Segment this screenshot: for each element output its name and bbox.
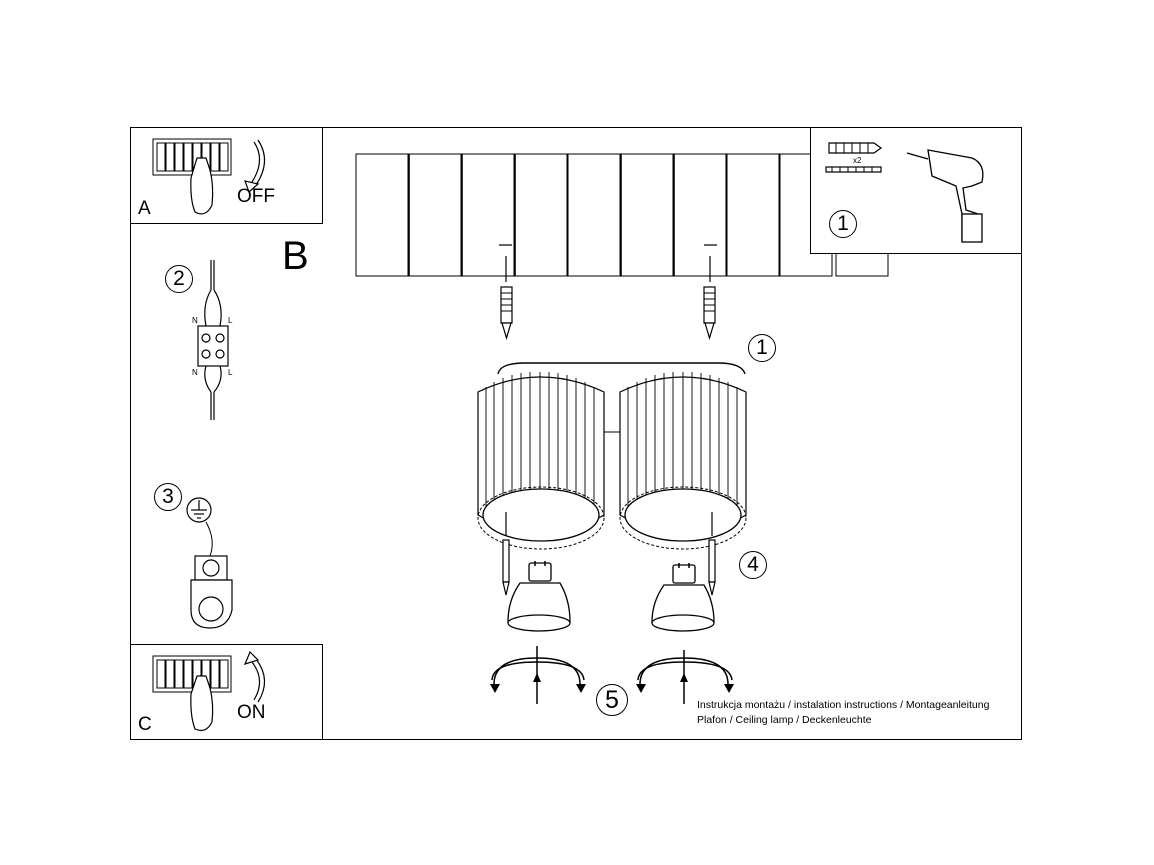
step-a-state: OFF [237, 186, 275, 207]
footer-line-2: Plafon / Ceiling lamp / Deckenleuchte [697, 714, 872, 726]
wire-n-bottom: N [192, 368, 198, 377]
step-5-number: 5 [596, 684, 628, 716]
step-c-state: ON [237, 702, 266, 723]
wire-l-bottom: L [228, 368, 233, 377]
wire-n-top: N [192, 316, 198, 325]
step-1-number: 1 [748, 334, 776, 362]
step-3-number: 3 [154, 483, 182, 511]
wire-l-top: L [228, 316, 233, 325]
step-2-number: 2 [165, 265, 193, 293]
tools-quantity: x2 [853, 156, 862, 165]
step-b-label: B [282, 234, 309, 278]
step-a-label: A [138, 198, 151, 219]
step-4-number: 4 [739, 551, 767, 579]
instruction-frame [130, 127, 1022, 740]
footer-line-1: Instrukcja montażu / instalation instruc… [697, 699, 990, 711]
step-c-label: C [138, 714, 152, 735]
step-1-box-number: 1 [829, 210, 857, 238]
